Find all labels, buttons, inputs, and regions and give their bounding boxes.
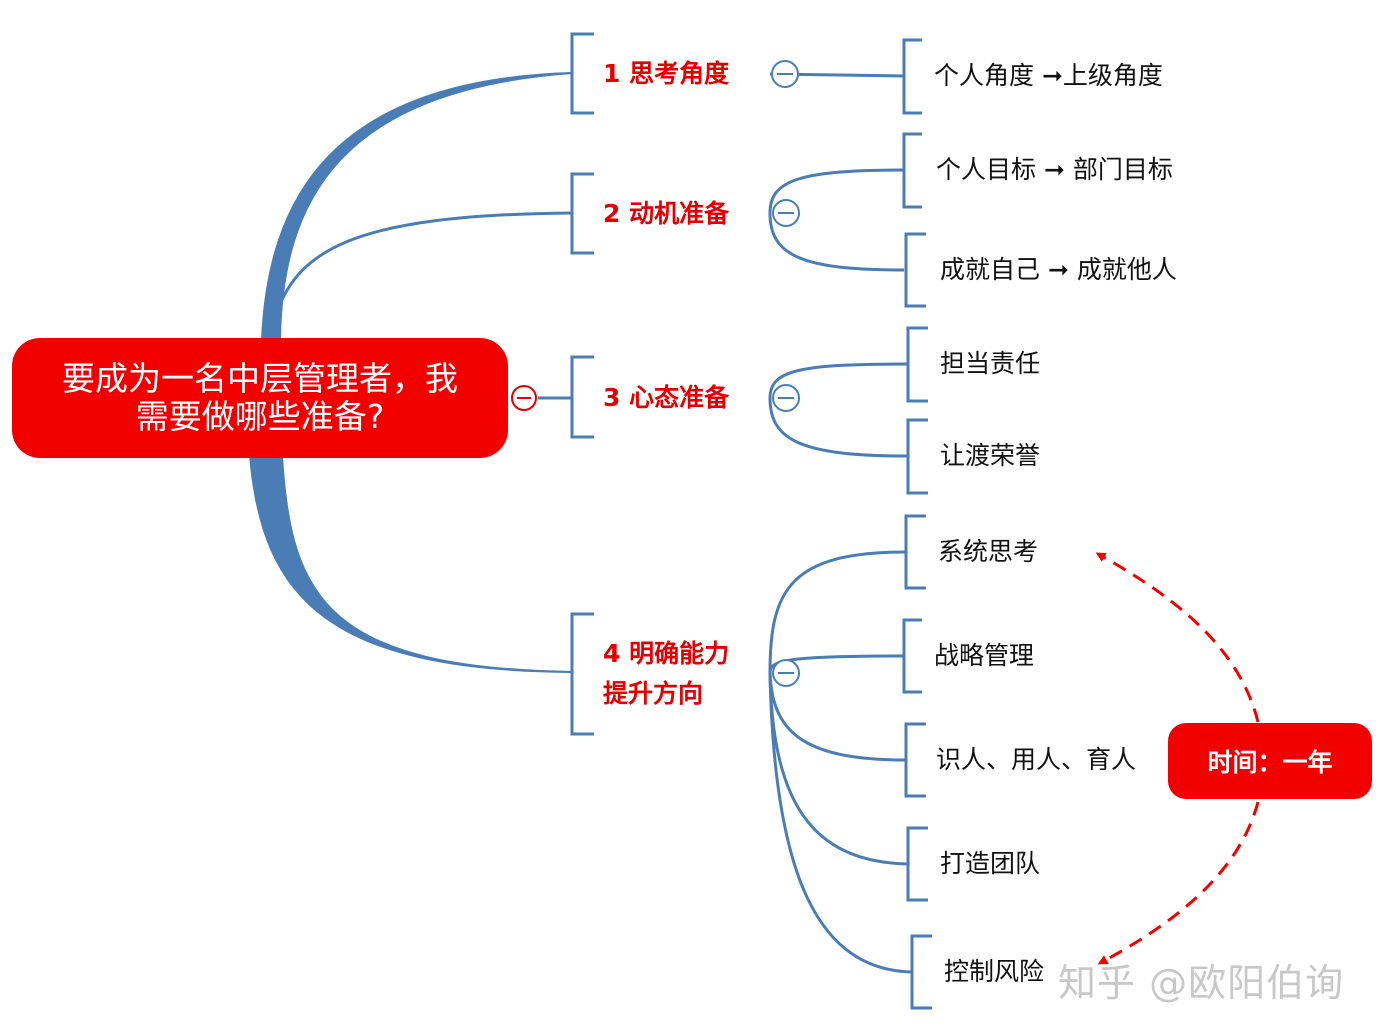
leaf-b3-1[interactable]: 担当责任: [940, 349, 1041, 378]
bracket-b2: [570, 172, 594, 255]
branch-4-label-line2: 提升方向: [603, 679, 704, 708]
leaf-b2-1[interactable]: 个人目标 ➞ 部门目标: [936, 155, 1173, 184]
branch-1-label[interactable]: 1 思考角度: [603, 59, 730, 88]
leaf-b4-2[interactable]: 战略管理: [934, 641, 1035, 670]
time-arrow-down: [1097, 801, 1260, 965]
bracket-leaf-b4-3: [904, 722, 926, 798]
leaf-b4-4[interactable]: 打造团队: [940, 849, 1041, 878]
leaf-b2-2[interactable]: 成就自己 ➞ 成就他人: [940, 255, 1177, 284]
leaf-b4-1[interactable]: 系统思考: [938, 537, 1039, 566]
trunk-upper: [260, 72, 573, 341]
bracket-b4: [570, 612, 594, 736]
root-topic-line2: 需要做哪些准备?: [135, 397, 385, 436]
bracket-b3: [570, 355, 594, 439]
branch-2-label[interactable]: 2 动机准备: [603, 199, 730, 228]
connector-root-b2: [270, 211, 573, 331]
connector-b3-leaf1: [768, 362, 909, 399]
bracket-leaf-b2-1: [902, 132, 922, 209]
connector-b3-leaf2: [768, 397, 909, 458]
time-arrow-up: [1095, 552, 1260, 723]
collapse-b2-icon[interactable]: [772, 199, 800, 227]
bracket-leaf-b2-2: [904, 232, 926, 308]
time-annotation-label: 时间：一年: [1207, 748, 1333, 777]
leaf-b4-5[interactable]: 控制风险: [944, 957, 1045, 986]
root-topic[interactable]: 要成为一名中层管理者，我 需要做哪些准备?: [12, 338, 508, 458]
branch-4-label-line1: 4 明确能力: [603, 639, 730, 668]
connector-b4-leaf4: [768, 671, 909, 866]
bracket-leaf-b3-2: [906, 418, 928, 495]
connector-b2-leaf1: [768, 168, 905, 214]
connector-b4-leaf2: [768, 654, 905, 673]
bracket-leaf-b4-5: [910, 934, 932, 1010]
branch-4-label[interactable]: 4 明确能力 提升方向: [603, 634, 729, 714]
trunk-lower: [248, 454, 573, 673]
collapse-b3-icon[interactable]: [772, 384, 800, 412]
bracket-leaf-b4-4: [906, 826, 928, 902]
bracket-leaf-b4-1: [904, 514, 926, 590]
leaf-b1-1[interactable]: 个人角度 ➞上级角度: [934, 61, 1163, 90]
bracket-leaf-b4-2: [902, 618, 922, 694]
connector-b2-leaf2: [768, 212, 905, 272]
connector-b4-leaf5: [768, 671, 913, 974]
bracket-leaf-b1-1: [902, 38, 922, 115]
collapse-b4-icon[interactable]: [772, 659, 800, 687]
branch-3-label[interactable]: 3 心态准备: [603, 383, 730, 412]
connector-b4-leaf1: [768, 550, 907, 673]
watermark: 知乎 @欧阳伯询: [1058, 961, 1345, 1005]
collapse-root-icon[interactable]: [511, 385, 537, 411]
root-topic-line1: 要成为一名中层管理者，我: [62, 359, 458, 398]
bracket-leaf-b3-1: [906, 326, 928, 403]
leaf-b4-3[interactable]: 识人、用人、育人: [936, 745, 1137, 774]
bracket-b1: [570, 32, 594, 115]
time-annotation[interactable]: 时间：一年: [1168, 723, 1372, 799]
leaf-b3-2[interactable]: 让渡荣誉: [940, 441, 1041, 470]
collapse-b1-icon[interactable]: [771, 60, 799, 88]
